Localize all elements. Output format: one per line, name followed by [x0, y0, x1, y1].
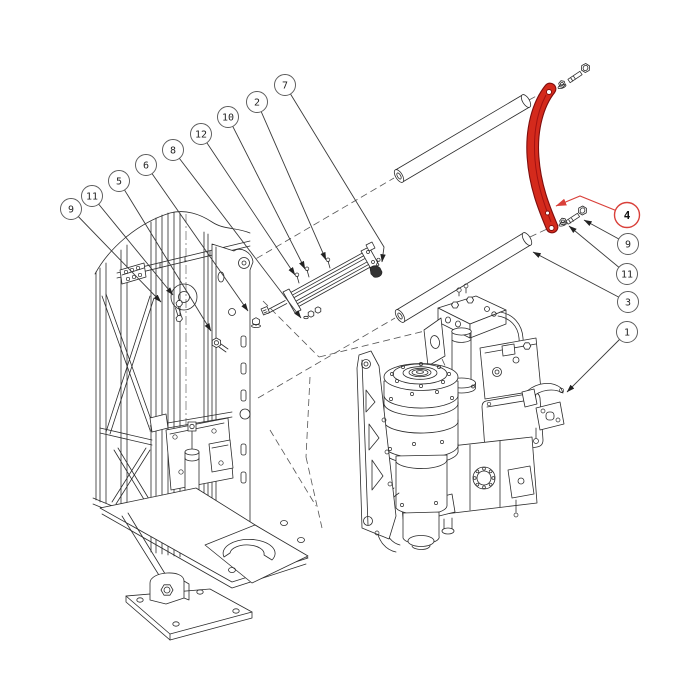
callout-balloon-7[interactable]: 7: [274, 74, 296, 96]
callout-balloon-12[interactable]: 12: [190, 123, 212, 145]
callout-balloon-left-11[interactable]: 11: [81, 185, 103, 207]
callout-leader-lines: [70, 84, 629, 393]
upper-bolt-and-nut: [557, 63, 590, 90]
svg-text:6: 6: [143, 161, 149, 172]
callout-balloon-1[interactable]: 1: [616, 321, 638, 343]
highlighted-leader-line: [555, 195, 628, 216]
hydraulic-cylinder: [260, 241, 383, 320]
callout-balloon-right-11[interactable]: 11: [616, 263, 638, 285]
svg-text:5: 5: [116, 177, 122, 188]
callout-balloon-10[interactable]: 10: [217, 106, 239, 128]
callout-balloon-left-9[interactable]: 9: [60, 198, 82, 220]
svg-text:2: 2: [254, 98, 260, 109]
callout-balloon-right-9[interactable]: 9: [617, 233, 639, 255]
svg-text:10: 10: [222, 113, 234, 124]
svg-text:9: 9: [68, 205, 74, 216]
callout-balloon-8[interactable]: 8: [162, 139, 184, 161]
callout-balloon-2[interactable]: 2: [246, 91, 268, 113]
svg-text:7: 7: [282, 81, 288, 92]
explosion-alignment-lines: [213, 91, 548, 529]
highlighted-part-handle-strap[interactable]: [526, 82, 559, 234]
svg-text:4: 4: [624, 209, 631, 222]
svg-text:12: 12: [195, 130, 207, 141]
svg-text:1: 1: [624, 328, 630, 339]
svg-text:11: 11: [621, 270, 633, 281]
mast-structure: [92, 211, 309, 641]
upper-tie-rod: [393, 94, 532, 183]
lower-tie-rod: [394, 232, 533, 323]
svg-text:9: 9: [625, 240, 631, 251]
callout-balloon-3[interactable]: 3: [617, 291, 639, 313]
callout-balloon-4-highlighted[interactable]: 4: [613, 201, 641, 229]
pump-handle: [526, 383, 564, 399]
lower-bolt-and-nut: [558, 205, 587, 227]
svg-text:11: 11: [86, 192, 98, 203]
pump-assembly: [356, 283, 565, 553]
callout-balloon-6[interactable]: 6: [135, 154, 157, 176]
svg-text:3: 3: [625, 298, 631, 309]
callout-balloons: 9 11 5 6 8 12 10 2: [60, 74, 641, 343]
svg-text:8: 8: [170, 146, 176, 157]
callout-balloon-5[interactable]: 5: [108, 170, 130, 192]
